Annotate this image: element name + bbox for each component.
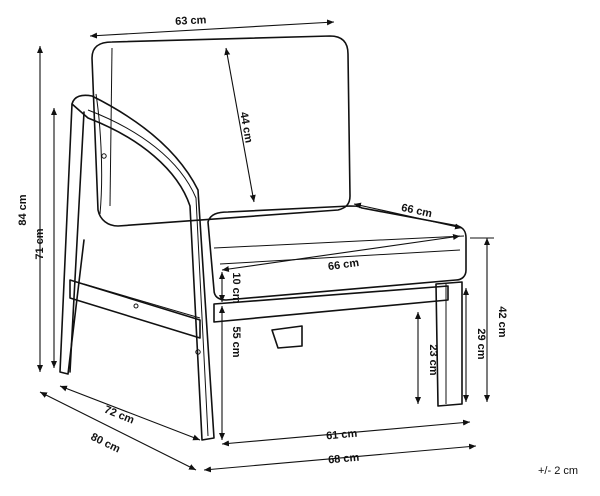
- label-front-width-inner: 61 cm: [326, 428, 358, 443]
- dimension-labels: 63 cm 44 cm 66 cm 66 cm 84 cm 71 cm 10 c…: [17, 14, 578, 477]
- label-arm-height: 71 cm: [34, 228, 46, 259]
- label-front-width-outer: 68 cm: [328, 452, 360, 467]
- label-frame-height: 29 cm: [475, 328, 487, 359]
- dimension-lines: [37, 19, 494, 473]
- label-seat-front-height: 42 cm: [496, 306, 508, 337]
- label-back-height: 44 cm: [237, 111, 254, 144]
- tolerance-note: +/- 2 cm: [538, 465, 578, 477]
- label-seat-height: 55 cm: [230, 326, 242, 357]
- label-side-depth-inner: 72 cm: [102, 404, 136, 427]
- label-top-width: 63 cm: [175, 14, 207, 28]
- label-side-depth-outer: 80 cm: [89, 431, 122, 456]
- chair-illustration: [59, 35, 467, 441]
- label-total-height: 84 cm: [17, 194, 29, 225]
- label-seat-width: 66 cm: [327, 257, 360, 273]
- label-cushion-thickness: 10 cm: [230, 272, 242, 303]
- label-clearance: 23 cm: [427, 344, 439, 375]
